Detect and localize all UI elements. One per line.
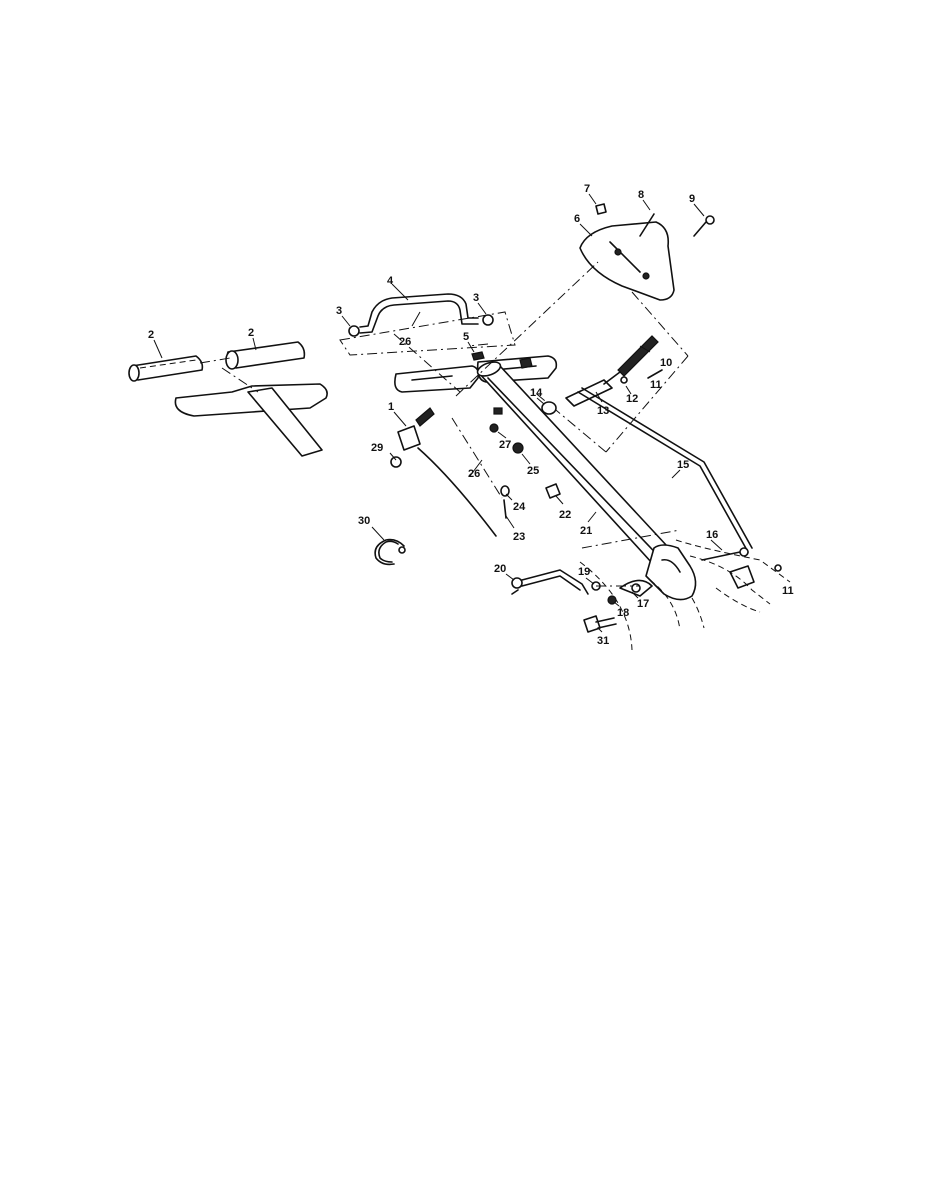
callout-8: 8 [638,189,644,201]
callout-10: 10 [660,357,672,369]
small-hardware [348,203,715,519]
callout-31: 31 [597,635,609,647]
lower-handle-bracket [619,544,697,601]
callout-2-left: 2 [148,329,154,341]
callout-15: 15 [677,459,689,471]
callout-1: 1 [388,401,394,413]
callout-23: 23 [513,531,525,543]
callout-16: 16 [706,529,718,541]
callout-5: 5 [463,331,469,343]
callout-3-left: 3 [336,305,342,317]
left-grip-assembly [128,341,328,457]
shift-lever [565,335,659,407]
callout-20: 20 [494,563,506,575]
callout-18: 18 [617,607,629,619]
callout-13: 13 [597,405,609,417]
shift-rod [577,387,753,553]
phantom-frame [393,261,689,453]
callout-3-right: 3 [473,292,479,304]
clutch-bracket [390,407,435,468]
callout-30: 30 [358,515,370,527]
upper-handle-bar [339,293,516,356]
callout-11-upper: 11 [650,379,662,391]
phantom-outlines [579,529,791,651]
callout-21: 21 [580,525,592,537]
leader-lines [153,193,723,633]
callout-6: 6 [574,213,580,225]
callout-19: 19 [578,566,590,578]
callout-24: 24 [513,501,526,513]
callout-labels: 1 2 2 3 3 4 5 6 7 8 9 10 11 11 12 13 14 … [148,183,794,647]
callout-7: 7 [584,183,590,195]
callout-4: 4 [387,275,394,287]
callout-14: 14 [530,387,543,399]
retaining-ring [374,538,406,566]
callout-22: 22 [559,509,571,521]
callout-26-upper: 26 [399,336,411,348]
callout-26-lower: 26 [468,468,480,480]
callout-12: 12 [626,393,638,405]
callout-17: 17 [637,598,649,610]
console-cover [579,221,675,301]
callout-11-lower: 11 [782,585,794,597]
handle-bracket [394,351,558,393]
callout-25: 25 [527,465,539,477]
callout-9: 9 [689,193,695,205]
callout-2-right: 2 [248,327,254,339]
control-cable [417,417,503,537]
callout-29: 29 [371,442,383,454]
callout-27: 27 [499,439,511,451]
bolt-31 [583,615,617,633]
